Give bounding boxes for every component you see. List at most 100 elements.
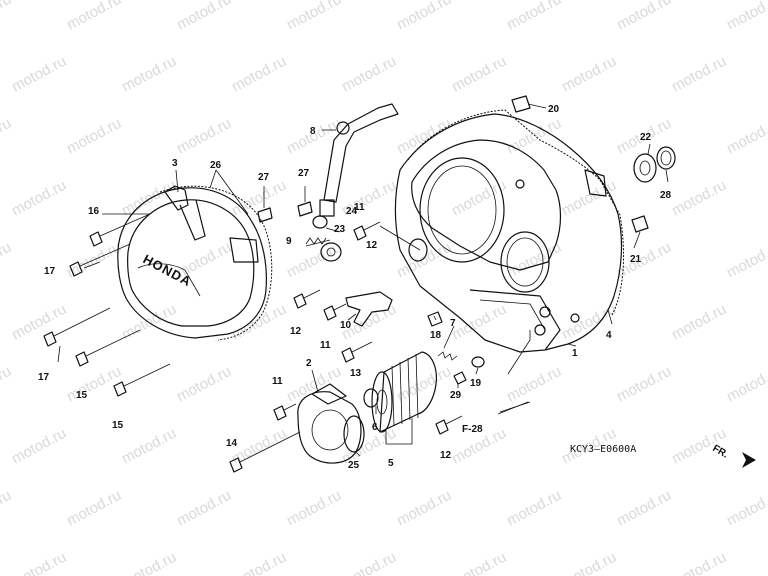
bolt-17b bbox=[43, 307, 111, 347]
watermark-text: motod.ru bbox=[724, 239, 768, 282]
watermark-text: motod.ru bbox=[449, 177, 509, 220]
watermark-text: motod.ru bbox=[449, 301, 509, 344]
callout-16: 16 bbox=[88, 206, 100, 217]
dowel-pin-21 bbox=[631, 215, 649, 233]
spring-7 bbox=[437, 351, 458, 361]
watermark-text: motod.ru bbox=[449, 549, 509, 576]
bolt-29 bbox=[453, 371, 467, 385]
watermark-text: motod.ru bbox=[174, 363, 234, 406]
callout-22: 22 bbox=[640, 132, 652, 143]
watermark-text: motod.ru bbox=[9, 177, 69, 220]
reference-label: F-28 bbox=[462, 424, 483, 435]
direction-label: FR. bbox=[711, 443, 731, 461]
callout-3: 3 bbox=[172, 158, 178, 169]
watermark-text: motod.ru bbox=[229, 301, 289, 344]
callout-25: 25 bbox=[348, 460, 360, 471]
watermark-text: motod.ru bbox=[614, 363, 674, 406]
watermark-text: motod.ru bbox=[64, 487, 124, 530]
oil-seal-28 bbox=[656, 146, 676, 170]
spring-9 bbox=[305, 237, 327, 245]
watermark-text: motod.ru bbox=[559, 549, 619, 576]
watermark-text: motod.ru bbox=[614, 0, 674, 34]
callout-28: 28 bbox=[660, 190, 672, 201]
bolt-11b bbox=[323, 303, 347, 321]
watermark-text: motod.ru bbox=[174, 0, 234, 34]
watermark-text: motod.ru bbox=[669, 549, 729, 576]
callout-24: 24 bbox=[346, 206, 358, 217]
watermark-text: motod.ru bbox=[0, 487, 14, 530]
watermark-text: motod.ru bbox=[0, 239, 14, 282]
watermark-text: motod.ru bbox=[64, 363, 124, 406]
dowel-pin-20 bbox=[511, 95, 531, 113]
watermark-text: motod.ru bbox=[504, 115, 564, 158]
dowel-pin-27b bbox=[297, 201, 313, 217]
watermark-text: motod.ru bbox=[559, 177, 619, 220]
watermark-text: motod.ru bbox=[669, 301, 729, 344]
watermark-text: motod.ru bbox=[394, 363, 454, 406]
callout-1: 1 bbox=[572, 348, 578, 359]
bolt-11a bbox=[273, 403, 297, 421]
bolt-15b bbox=[113, 363, 171, 397]
callout-2: 2 bbox=[306, 358, 312, 369]
callout-9: 9 bbox=[286, 236, 292, 247]
callout-12c: 12 bbox=[366, 240, 378, 251]
watermark-text: motod.ru bbox=[284, 363, 344, 406]
watermark-text: motod.ru bbox=[724, 487, 768, 530]
callout-18: 18 bbox=[430, 330, 442, 341]
watermark-text: motod.ru bbox=[119, 549, 179, 576]
callout-17b: 17 bbox=[38, 372, 50, 383]
callout-20: 20 bbox=[548, 104, 560, 115]
watermark-text: motod.ru bbox=[229, 177, 289, 220]
dowel-pin-27a bbox=[257, 207, 273, 223]
callout-15a: 15 bbox=[76, 390, 88, 401]
diagram-code: KCY3–E0600A bbox=[570, 444, 636, 455]
plate-10 bbox=[345, 291, 393, 327]
callout-10: 10 bbox=[340, 320, 352, 331]
callout-11b: 11 bbox=[320, 340, 331, 351]
callout-5: 5 bbox=[388, 458, 394, 469]
callout-26: 26 bbox=[210, 160, 222, 171]
callout-19: 19 bbox=[470, 378, 482, 389]
front-direction-arrow bbox=[732, 452, 756, 468]
callout-13: 13 bbox=[350, 368, 362, 379]
watermark-text: motod.ru bbox=[339, 549, 399, 576]
watermark-text: motod.ru bbox=[339, 53, 399, 96]
watermark-text: motod.ru bbox=[394, 239, 454, 282]
callout-6: 6 bbox=[372, 422, 378, 433]
bolt-12b bbox=[435, 415, 463, 435]
watermark-text: motod.ru bbox=[394, 115, 454, 158]
callout-27a: 27 bbox=[258, 172, 270, 183]
o-ring-25 bbox=[343, 415, 365, 453]
callout-12b: 12 bbox=[440, 450, 452, 461]
watermark-text: motod.ru bbox=[504, 0, 564, 34]
callout-labels: 3 26 27 27 8 20 22 28 21 4 1 16 17 17 15… bbox=[38, 104, 672, 471]
watermark-text: motod.ru bbox=[669, 177, 729, 220]
callout-11c: 11 bbox=[354, 202, 365, 213]
watermark-text: motod.ru bbox=[724, 363, 768, 406]
callout-23: 23 bbox=[334, 224, 346, 235]
bolt-17a bbox=[69, 243, 131, 277]
watermark-text: motod.ru bbox=[669, 53, 729, 96]
watermark-text: motod.ru bbox=[284, 487, 344, 530]
callout-29: 29 bbox=[450, 390, 462, 401]
callout-4: 4 bbox=[606, 330, 612, 341]
watermark-text: motod.ru bbox=[394, 487, 454, 530]
watermark-text: motod.ru bbox=[0, 0, 14, 34]
small-parts bbox=[43, 95, 756, 473]
watermark-text: motod.ru bbox=[174, 487, 234, 530]
callout-14: 14 bbox=[226, 438, 238, 449]
bolt-12a bbox=[293, 289, 321, 309]
bolt-15a bbox=[75, 329, 141, 367]
callout-17a: 17 bbox=[44, 266, 56, 277]
leader-lines bbox=[57, 103, 669, 457]
reference-f28: F-28 bbox=[462, 401, 529, 435]
collar-24 bbox=[312, 215, 328, 229]
bolt-13 bbox=[341, 341, 373, 363]
bearing-22 bbox=[633, 153, 657, 183]
callout-8: 8 bbox=[310, 126, 316, 137]
watermark-text: motod.ru bbox=[394, 0, 454, 34]
watermark-text: motod.ru bbox=[504, 363, 564, 406]
callout-12a: 12 bbox=[290, 326, 302, 337]
